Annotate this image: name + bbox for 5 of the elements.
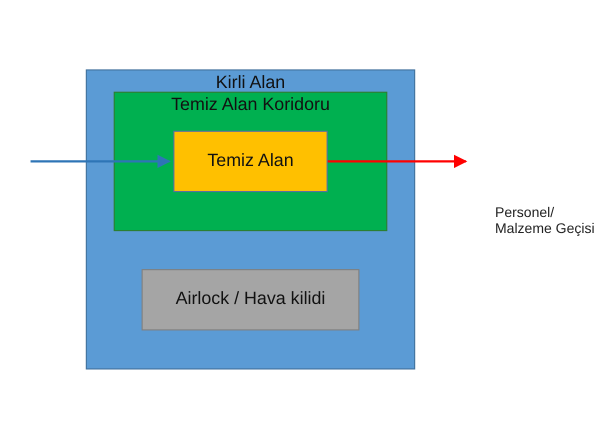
node-box: Airlock / Hava kilidi: [142, 269, 360, 331]
arrow: [30, 154, 171, 168]
node-box: Temiz Alan: [173, 130, 328, 192]
arrow: [327, 154, 468, 168]
passage-note: Personel/ Malzeme Geçisi: [495, 204, 596, 236]
